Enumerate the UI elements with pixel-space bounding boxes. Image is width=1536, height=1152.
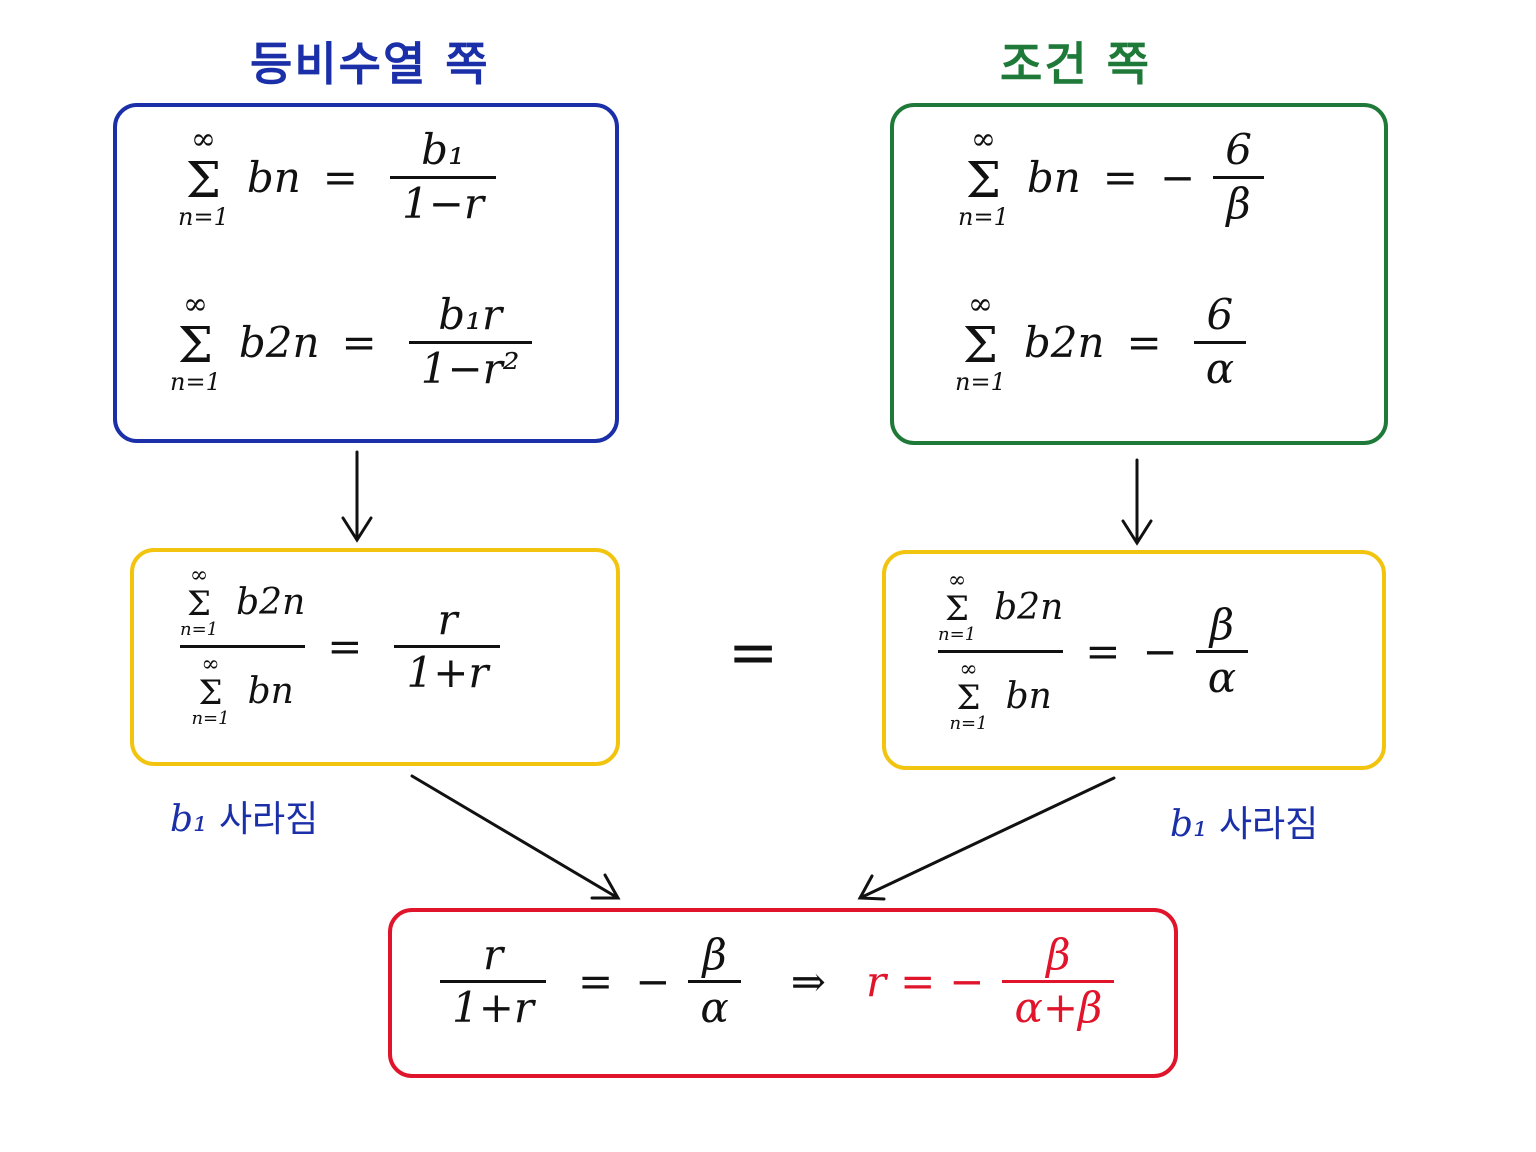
equals-sign: = xyxy=(900,957,936,1007)
term-bn: bn xyxy=(1026,152,1081,202)
term-bn: bn xyxy=(246,152,301,202)
condition-box xyxy=(890,103,1388,445)
note-b1-cancels-right: b₁ 사라짐 xyxy=(1170,804,1319,845)
term-b2n: b2n xyxy=(236,581,306,623)
arrow-blue-to-yellow xyxy=(341,450,373,543)
minus-sign: − xyxy=(635,957,671,1007)
equals-sign: = xyxy=(1085,627,1121,676)
term-b2n: b2n xyxy=(994,586,1064,628)
equals-sign: = xyxy=(322,152,358,202)
term-b2n: b2n xyxy=(238,317,320,367)
minus-sign: − xyxy=(1159,152,1196,202)
term-bn: bn xyxy=(247,670,294,712)
arrow-green-to-yellow xyxy=(1121,458,1153,546)
note-b1-cancels-left: b₁ 사라짐 xyxy=(170,799,319,840)
result-box xyxy=(388,908,1178,1078)
middle-equal-sign: = xyxy=(728,618,779,688)
equals-sign: = xyxy=(327,622,363,671)
minus-sign: − xyxy=(949,957,985,1007)
ratio-box-left xyxy=(130,548,620,766)
arrow-yellow-left-to-red xyxy=(410,774,621,900)
result-variable-r: r xyxy=(865,957,887,1007)
equals-sign: = xyxy=(1102,152,1138,202)
term-bn: bn xyxy=(1005,675,1052,717)
heading-geometric-sequence-side: 등비수열 쪽 xyxy=(250,37,490,91)
term-b2n: b2n xyxy=(1023,317,1105,367)
implies-arrow: ⇒ xyxy=(790,957,826,1007)
ratio-box-right xyxy=(882,550,1386,770)
geometric-sequence-box xyxy=(113,103,619,443)
arrow-yellow-right-to-red xyxy=(857,776,1116,901)
equals-sign: = xyxy=(341,317,377,367)
equals-sign: = xyxy=(578,957,614,1007)
minus-sign: − xyxy=(1142,627,1178,676)
equals-sign: = xyxy=(1126,317,1162,367)
heading-condition-side: 조건 쪽 xyxy=(1000,37,1151,91)
